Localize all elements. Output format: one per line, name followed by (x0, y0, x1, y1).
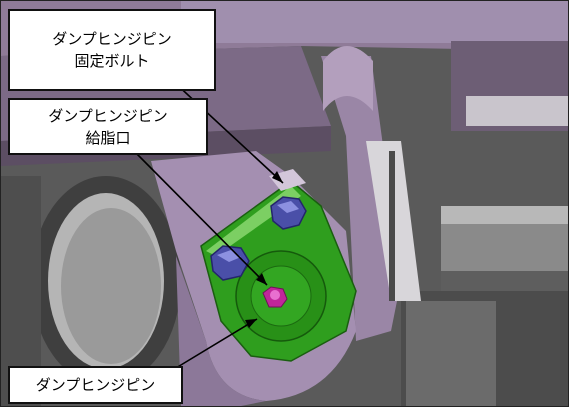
leader-line-pin (170, 318, 258, 372)
callout-grease: ダンプヒンジピン 給脂口 (8, 98, 208, 155)
clevis-lug (323, 46, 373, 111)
callout-bolt-line2: 固定ボルト (74, 52, 150, 70)
callout-bolt: ダンプヒンジピン 固定ボルト (8, 9, 216, 91)
callout-grease-line2: 給脂口 (85, 128, 131, 147)
hinge-arm-shade (176, 256, 266, 406)
callout-grease-line1: ダンプヒンジピン (48, 106, 168, 125)
lower-block-face (406, 301, 496, 406)
clevis-slot-edge (389, 151, 395, 301)
leader-arrow-bolt (272, 171, 283, 183)
right-rod-highlight (441, 206, 568, 224)
callout-pin-line1: ダンプヒンジピン (35, 376, 156, 394)
callout-pin: ダンプヒンジピン (8, 366, 183, 404)
leader-line-grease (135, 152, 268, 286)
leader-arrow-pin (245, 319, 257, 328)
bolt-highlight-upper (277, 201, 299, 213)
leader-arrow-grease (256, 273, 267, 285)
grease-fitting-tip (270, 290, 280, 300)
top-frame-upper (181, 1, 568, 43)
clevis-plate (321, 56, 401, 341)
right-plate-light (466, 96, 568, 126)
right-rod-shade (441, 271, 568, 291)
callout-bolt-line1: ダンプヒンジピン (52, 30, 172, 48)
left-cylinder-inner (61, 208, 161, 364)
